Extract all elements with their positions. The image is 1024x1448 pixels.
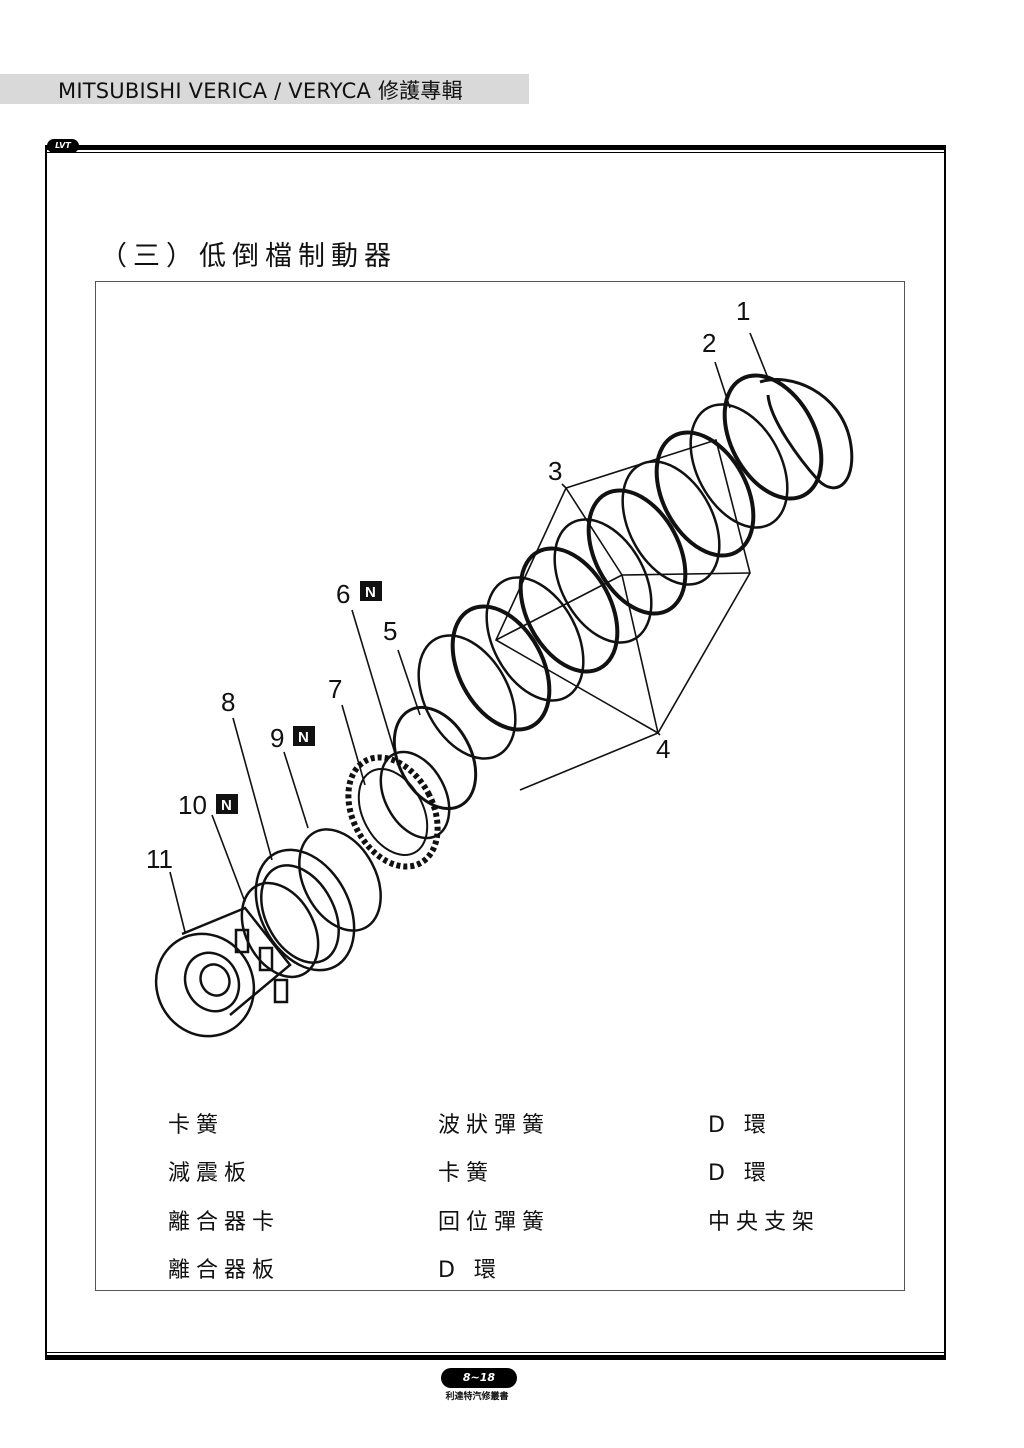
legend-item-5: 波狀彈簧 (438, 1113, 551, 1138)
bottom-rule-thin (45, 1352, 946, 1353)
top-rule (45, 145, 946, 150)
legend-item-6: 卡簧 (438, 1161, 495, 1186)
legend-item-11: 中央支架 (708, 1210, 821, 1235)
legend-item-8: D 環 (438, 1258, 502, 1283)
legend-item-7: 回位彈簧 (438, 1210, 551, 1235)
publisher-logo: LVT (47, 139, 79, 153)
callout-10: 10 (178, 790, 207, 820)
frame-right-border (944, 150, 946, 1355)
top-rule-thin (45, 152, 946, 153)
section-title: （三）低倒檔制動器 (100, 241, 397, 272)
n-badge-10: N (216, 794, 238, 814)
center-support-part (154, 906, 292, 1038)
callout-4: 4 (656, 734, 670, 764)
legend-item-9: D 環 (708, 1113, 772, 1138)
callout-11: 11 (146, 844, 173, 874)
legend-item-1: 卡簧 (168, 1113, 225, 1138)
frame-left-border (45, 150, 47, 1355)
legend-item-4: 離合器板 (168, 1258, 281, 1283)
piston-part (254, 848, 356, 972)
return-spring-part (345, 754, 441, 870)
callout-9: 9 (270, 723, 284, 753)
exploded-view-diagram: 1 2 3 4 5 6 7 8 9 10 11 N N N (146, 296, 854, 1038)
svg-text:N: N (298, 729, 309, 746)
callout-7: 7 (328, 674, 342, 704)
callout-3: 3 (548, 456, 562, 486)
header-band (0, 74, 529, 104)
callout-6: 6 (336, 579, 350, 609)
callout-5: 5 (383, 616, 397, 646)
legend-item-3: 離合器卡 (168, 1210, 281, 1235)
bottom-rule (45, 1355, 946, 1360)
n-badge-9: N (293, 726, 315, 746)
document-title: MITSUBISHI VERICA / VERYCA 修護專輯 (58, 79, 463, 103)
callout-8: 8 (221, 687, 235, 717)
d-ring-9-part (298, 828, 382, 932)
n-badge-6: N (360, 581, 382, 601)
clutch-plates (417, 373, 824, 760)
d-ring-10-part (240, 881, 320, 979)
legend-item-2: 減震板 (168, 1161, 253, 1186)
leader-lines (169, 332, 769, 933)
page-number: 8~18 (441, 1368, 517, 1388)
snap-ring-part (759, 377, 854, 490)
svg-text:N: N (365, 584, 376, 601)
legend-item-10: D 環 (708, 1161, 772, 1186)
svg-text:N: N (221, 797, 232, 814)
callout-2: 2 (702, 328, 716, 358)
callout-1: 1 (736, 296, 750, 326)
figure-frame (95, 281, 905, 1291)
publisher-mark: 利達特汽修叢書 (445, 1392, 509, 1402)
wave-spring-part (392, 705, 478, 811)
